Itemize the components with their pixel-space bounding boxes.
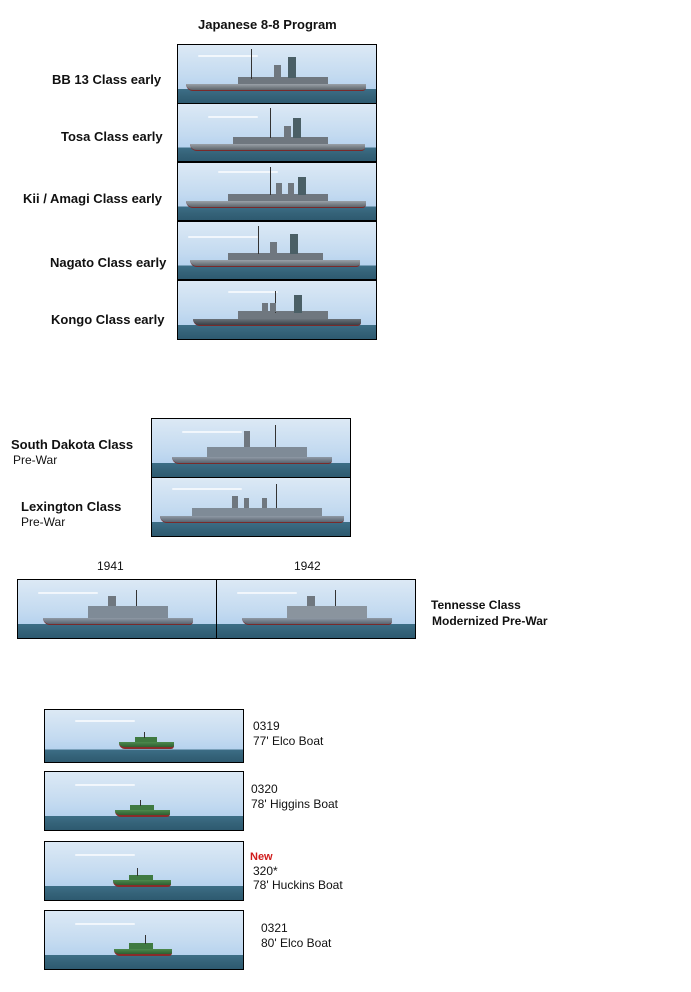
ship-label: Kii / Amagi Class early — [23, 191, 162, 206]
pt-boat-image — [44, 910, 244, 970]
pt-boat-image — [44, 841, 244, 901]
battleship-image — [216, 579, 416, 639]
ship-label: South Dakota Class — [11, 437, 134, 452]
ship-sublabel: Modernized Pre-War — [432, 614, 548, 628]
battleship-image — [151, 477, 351, 537]
pt-boat-image — [44, 771, 244, 831]
year-label: 1942 — [294, 559, 321, 573]
battleship-image — [177, 280, 377, 340]
battleship-image — [177, 44, 377, 104]
section-title: Japanese 8-8 Program — [198, 17, 337, 32]
boat-name: 78' Huckins Boat — [253, 878, 343, 892]
new-badge: New — [250, 851, 273, 863]
boat-code: 320* — [253, 864, 278, 878]
year-label: 1941 — [97, 559, 124, 573]
ship-label: Nagato Class early — [50, 255, 167, 270]
ship-label: Tosa Class early — [61, 129, 163, 144]
pt-boat-image — [44, 709, 244, 763]
battleship-image — [17, 579, 217, 639]
ship-label: Tennesse Class — [431, 598, 521, 612]
battleship-image — [151, 418, 351, 478]
boat-name: 78' Higgins Boat — [251, 797, 339, 811]
battleship-image — [177, 103, 377, 162]
boat-name: 80' Elco Boat — [261, 936, 332, 950]
ship-label: Lexington Class — [21, 499, 122, 514]
ship-sublabel: Pre-War — [21, 515, 66, 529]
ship-label: Kongo Class early — [51, 312, 165, 327]
battleship-image — [177, 162, 377, 221]
battleship-image — [177, 221, 377, 280]
boat-code: 0319 — [253, 719, 280, 733]
ship-label: BB 13 Class early — [52, 72, 162, 87]
ship-sublabel: Pre-War — [13, 453, 58, 467]
boat-code: 0320 — [251, 782, 278, 796]
boat-code: 0321 — [261, 921, 288, 935]
boat-name: 77' Elco Boat — [253, 734, 324, 748]
